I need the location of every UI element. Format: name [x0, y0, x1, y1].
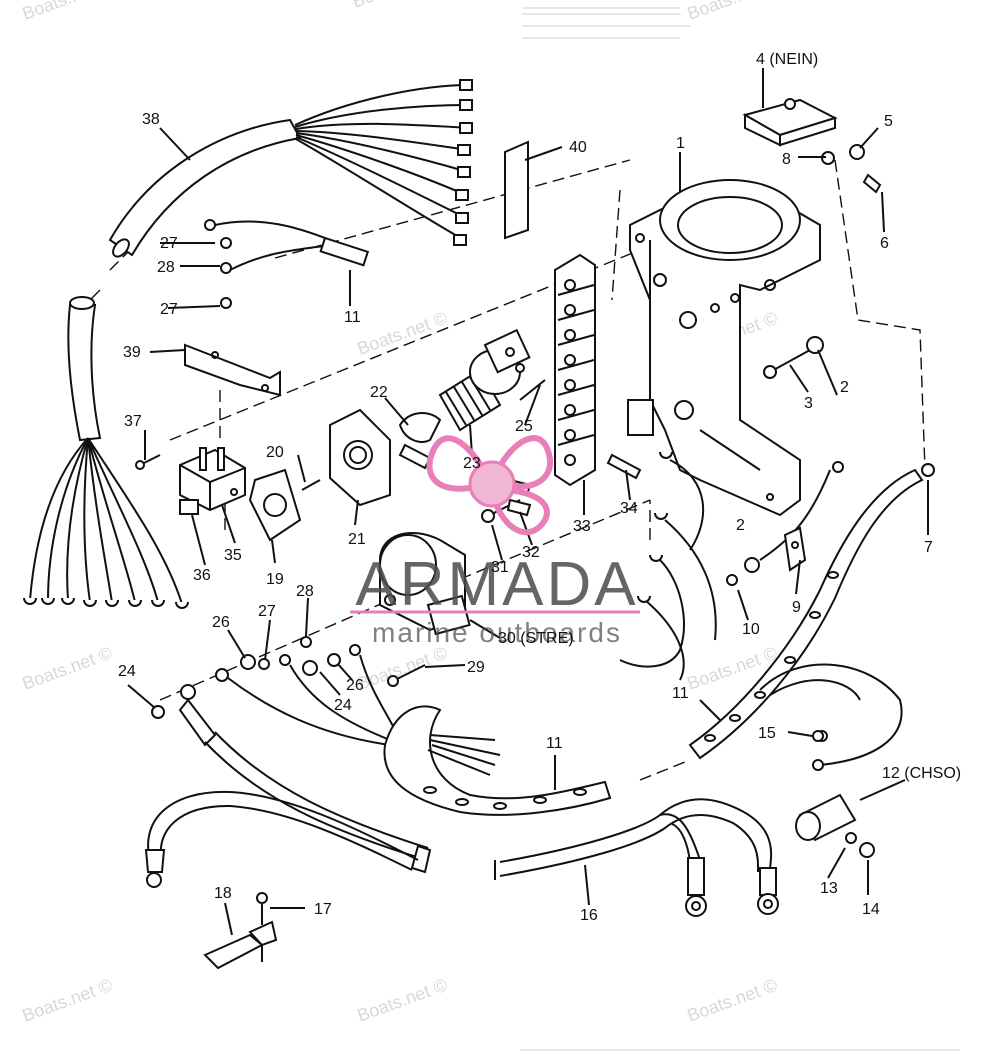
watermark-text: Boats.net © [20, 643, 115, 694]
harness-bundle-lower-left [23, 296, 189, 609]
armada-logo: ARMADA marine outboards [350, 435, 640, 648]
switch-4 [742, 98, 882, 194]
callout-25: 25 [515, 418, 533, 435]
starter-solenoid-30 [379, 531, 471, 636]
watermark-text: Boats.net © [20, 0, 115, 24]
screw-37 [135, 454, 161, 470]
callout-27: 27 [258, 603, 276, 620]
callout-2: 2 [840, 379, 849, 396]
propeller-blade [426, 435, 495, 492]
callout-31: 31 [491, 559, 509, 576]
callout-15: 15 [758, 725, 776, 742]
callout-40: 40 [569, 139, 587, 156]
callout-9: 9 [792, 599, 801, 616]
propeller-hub [468, 460, 516, 508]
terminal-block-33 [554, 253, 596, 487]
cover-plate-21 [329, 408, 391, 507]
callout-8: 8 [782, 151, 791, 168]
callout-39: 39 [123, 344, 141, 361]
watermark-text: Boats.net © [355, 975, 450, 1026]
solenoid-leads [215, 644, 396, 746]
callout-22: 22 [370, 384, 388, 401]
callout-29: 29 [467, 659, 485, 676]
callout-24: 24 [118, 663, 136, 680]
clip-18-screw-17 [203, 892, 278, 970]
battery-cable-16 [494, 798, 779, 917]
mounting-bracket-39 [184, 343, 281, 397]
wire-harness-11-right [688, 461, 935, 771]
watermark-text: Boats.net © [20, 975, 115, 1026]
callout-10: 10 [742, 621, 760, 638]
callout-11: 11 [344, 309, 361, 326]
callout-5: 5 [884, 113, 893, 130]
ignition-switch-23 [398, 328, 531, 470]
callout-34: 34 [620, 500, 638, 517]
wire-lead-11-upper [204, 219, 370, 309]
callout-23: 23 [463, 455, 481, 472]
callout-32: 32 [522, 544, 540, 561]
callout-35: 35 [224, 547, 242, 564]
propeller-logo-icon [426, 435, 554, 536]
screw-20 [301, 479, 321, 491]
callout-labels: 1 2 2 3 4 (NEIN) 5 6 7 8 9 10 11 11 11 1… [118, 51, 961, 924]
decal-40 [504, 140, 529, 240]
brand-tagline: marine outboards [372, 617, 622, 648]
wire-harness-11-lower [383, 705, 612, 816]
gasket-19 [248, 468, 302, 542]
main-bracket-1 [627, 179, 821, 517]
callout-33: 33 [573, 518, 591, 535]
screw-25 [519, 379, 546, 401]
callout-38: 38 [142, 111, 160, 128]
watermark-text: Boats.net © [350, 0, 445, 12]
screw-15 [812, 730, 824, 742]
callout-37: 37 [124, 413, 142, 430]
callout-27: 27 [160, 235, 178, 252]
callout-4: 4 (NEIN) [756, 51, 818, 68]
callout-13: 13 [820, 880, 838, 897]
leader-lines [127, 68, 929, 936]
callout-7: 7 [924, 539, 933, 556]
callout-36: 36 [193, 567, 211, 584]
callout-26: 26 [212, 614, 230, 631]
callout-6: 6 [880, 235, 889, 252]
callout-26: 26 [346, 677, 364, 694]
jumper-34 [606, 453, 642, 480]
callout-24: 24 [334, 697, 352, 714]
callout-28: 28 [157, 259, 175, 276]
callout-27: 27 [160, 301, 178, 318]
callout-30: 30 (STRE) [498, 630, 574, 647]
nut-washer-row [151, 636, 426, 719]
callout-21: 21 [348, 531, 366, 548]
callout-12: 12 (CHSO) [882, 765, 961, 782]
callout-20: 20 [266, 444, 284, 461]
brand-name: ARMADA [355, 550, 638, 619]
plug-12 [795, 793, 875, 858]
watermark-text: Boats.net © [685, 975, 780, 1026]
propeller-blade [490, 435, 554, 490]
callout-28: 28 [296, 583, 314, 600]
callout-17: 17 [314, 901, 332, 918]
watermark-text: Boats.net © [355, 308, 450, 359]
regulator-35 [179, 447, 246, 515]
propeller-blade [488, 486, 550, 536]
callout-1: 1 [676, 135, 685, 152]
bolt-3-washer-2 [763, 336, 824, 379]
callout-14: 14 [862, 901, 880, 918]
battery-cable-left [144, 684, 432, 888]
callout-16: 16 [580, 907, 598, 924]
callout-3: 3 [804, 395, 813, 412]
harness-bundle-38 [108, 79, 473, 258]
bracket-9-screw-10 [726, 526, 807, 586]
watermark-text: Boats.net © [355, 643, 450, 694]
callout-11: 11 [546, 735, 563, 752]
watermark-text: Boats.net © [685, 0, 780, 24]
loose-leads-middle [619, 451, 717, 681]
callout-2: 2 [736, 517, 745, 534]
header-table-lines [522, 7, 690, 39]
callout-19: 19 [266, 571, 284, 588]
callout-18: 18 [214, 885, 232, 902]
callout-11: 11 [672, 685, 689, 702]
